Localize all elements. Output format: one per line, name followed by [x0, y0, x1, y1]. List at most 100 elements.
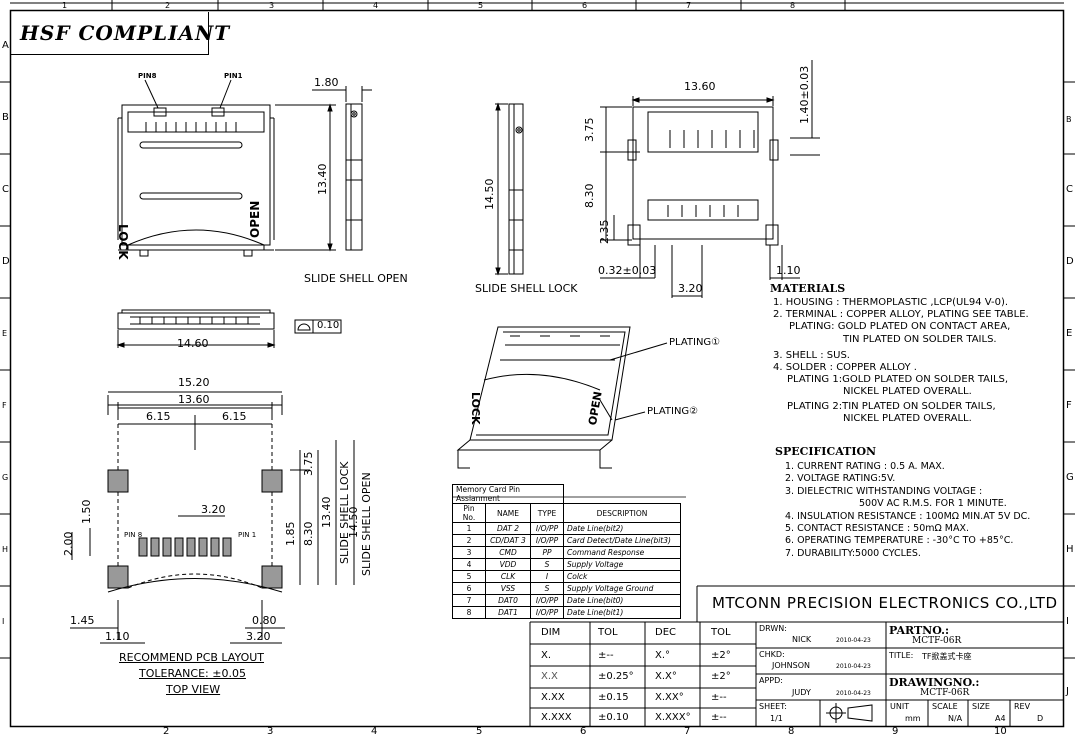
pcb-pin8-label: PIN 8: [124, 531, 143, 539]
tol-cell: ±0.15: [598, 692, 629, 703]
pad-bottom-right: [261, 565, 283, 589]
dim-13-40-top: [275, 103, 336, 252]
pin-assignment-table: Memory Card Pin Assianment Pin No. NAME …: [452, 484, 681, 619]
pcb-pin1-label: PIN 1: [238, 531, 257, 539]
pcb-dim-3-75: 3.75: [302, 451, 315, 477]
tol-cell: X.: [541, 650, 552, 661]
pcb-dim-15-20: 15.20: [178, 376, 210, 389]
pcb-dim-3-20: 3.20: [201, 503, 226, 516]
size-label: SIZE: [972, 702, 990, 711]
flatness-value: 0.10: [317, 320, 340, 331]
rrow-label-j: J: [1066, 686, 1069, 697]
top-view-drawing: [117, 79, 275, 257]
pcb-caption-top-view: TOP VIEW: [166, 683, 221, 696]
plating2-label: PLATING②: [647, 406, 699, 417]
pin-cell: 1: [452, 522, 486, 535]
title-value: TF掀盖式卡座: [922, 652, 972, 661]
pin-cell: Date Line(bit1): [563, 606, 681, 619]
title-label: TITLE:: [889, 651, 914, 660]
pin-cell: I/O/PP: [530, 534, 564, 547]
pin-cell: S: [530, 582, 564, 595]
pcb-label-shell-open: SLIDE SHELL OPEN: [360, 472, 373, 576]
dim-1-40: 1.40±0.03: [798, 65, 811, 124]
pin-cell: 6: [452, 582, 486, 595]
tol-header: DEC: [655, 627, 677, 638]
right-view-drawing: [600, 60, 820, 298]
rrow-label-c: C: [1066, 184, 1073, 195]
dim-1-10: 1.10: [776, 264, 801, 277]
pin-cell: Colck: [563, 570, 681, 583]
col-label-2: 2: [165, 1, 171, 10]
rrow-label-b: B: [1066, 115, 1072, 124]
materials-line: PLATING: GOLD PLATED ON CONTACT AREA,: [789, 321, 1011, 333]
bcol-label-5: 5: [476, 726, 483, 737]
tol-cell: X.XX: [541, 692, 565, 703]
dim-13-60: 13.60: [684, 80, 716, 93]
iso-view-drawing: [456, 326, 668, 469]
side-open-drawing: [312, 86, 372, 251]
pcb-dim-2-00: 2.00: [62, 531, 75, 557]
pin-cell: DAT1: [485, 606, 531, 619]
tol-cell: X.X°: [655, 671, 677, 682]
tol-cell: ±2°: [711, 650, 731, 661]
side-lock-drawing: [495, 102, 524, 276]
tol-cell: X.XX°: [655, 692, 684, 703]
spec-title: SPECIFICATION: [775, 445, 877, 458]
pin-cell: Date Line(bit2): [563, 522, 681, 535]
pad-top-right: [261, 469, 283, 493]
materials-line: PLATING 1:GOLD PLATED ON SOLDER TAILS,: [787, 374, 1009, 386]
materials-line: PLATING 2:TIN PLATED ON SOLDER TAILS,: [787, 400, 996, 412]
col-label-7: 7: [686, 1, 692, 10]
pad-top-left: [107, 469, 129, 493]
spec-line: 4. INSULATION RESISTANCE : 100MΩ MIN.AT …: [785, 510, 1031, 522]
materials-line: 3. SHELL : SUS.: [773, 349, 850, 361]
dim-0-32: 0.32±0.03: [598, 264, 657, 277]
hsf-compliant-banner: HSF COMPLIANT: [10, 12, 229, 55]
materials-line: TIN PLATED ON SOLDER TAILS.: [843, 333, 997, 345]
pcb-caption-layout: RECOMMEND PCB LAYOUT: [119, 651, 265, 664]
tol-cell: ±0.10: [598, 712, 629, 723]
pin-cell: I/O/PP: [530, 594, 564, 607]
dim-2-35: 2.35: [598, 219, 611, 245]
pin-cell: CLK: [485, 570, 531, 583]
pin-cell: DAT0: [485, 594, 531, 607]
bcol-label-3: 3: [267, 726, 274, 737]
materials-title: MATERIALS: [770, 282, 846, 295]
dim-13-40: 13.40: [316, 163, 329, 196]
spec-line: 6. OPERATING TEMPERATURE : -30°C TO +85°…: [785, 535, 1014, 547]
tol-cell: X.XXX°: [655, 712, 691, 723]
pin-cell: Date Line(bit0): [563, 594, 681, 607]
tol-cell: X.°: [655, 650, 671, 661]
pin-cell: 3: [452, 546, 486, 559]
tol-cell: X.XXX: [541, 712, 572, 723]
pcb-dim-1-50: 1.50: [80, 499, 93, 525]
materials-block: MATERIALS 1. HOUSING : THERMOPLASTIC ,LC…: [770, 282, 1029, 425]
pcb-dim-14-50: 14.50: [347, 506, 360, 539]
pin1-label: PIN1: [224, 72, 243, 80]
pin-cell: Supply Voltage: [563, 558, 681, 571]
tol-cell: ±--: [711, 692, 727, 703]
pin-cell: I: [530, 570, 564, 583]
rev-value: D: [1037, 714, 1044, 723]
dim-8-30: 8.30: [583, 183, 596, 209]
pcb-dim-1-10: 1.10: [105, 630, 130, 643]
materials-line: 1. HOUSING : THERMOPLASTIC ,LCP(UL94 V-0…: [773, 297, 1009, 308]
row-label-c: C: [2, 184, 9, 195]
chkd-name: JOHNSON: [772, 661, 811, 670]
drwn-label: DRWN:: [759, 624, 787, 633]
pad-bottom-left: [107, 565, 129, 589]
sheet-label: SHEET:: [759, 702, 787, 711]
spec-line: 7. DURABILITY:5000 CYCLES.: [785, 547, 921, 559]
bcol-label-9: 9: [892, 726, 899, 737]
caption-shell-open: SLIDE SHELL OPEN: [304, 272, 408, 285]
pin-cell: 5: [452, 570, 486, 583]
tol-header: TOL: [711, 627, 731, 638]
drwn-name: NICK: [792, 635, 812, 644]
dim-14-50-side: 14.50: [483, 178, 496, 211]
dim-3-20: 3.20: [678, 282, 703, 295]
pcb-dim-13-60: 13.60: [178, 393, 210, 406]
unit-value: mm: [905, 714, 921, 723]
